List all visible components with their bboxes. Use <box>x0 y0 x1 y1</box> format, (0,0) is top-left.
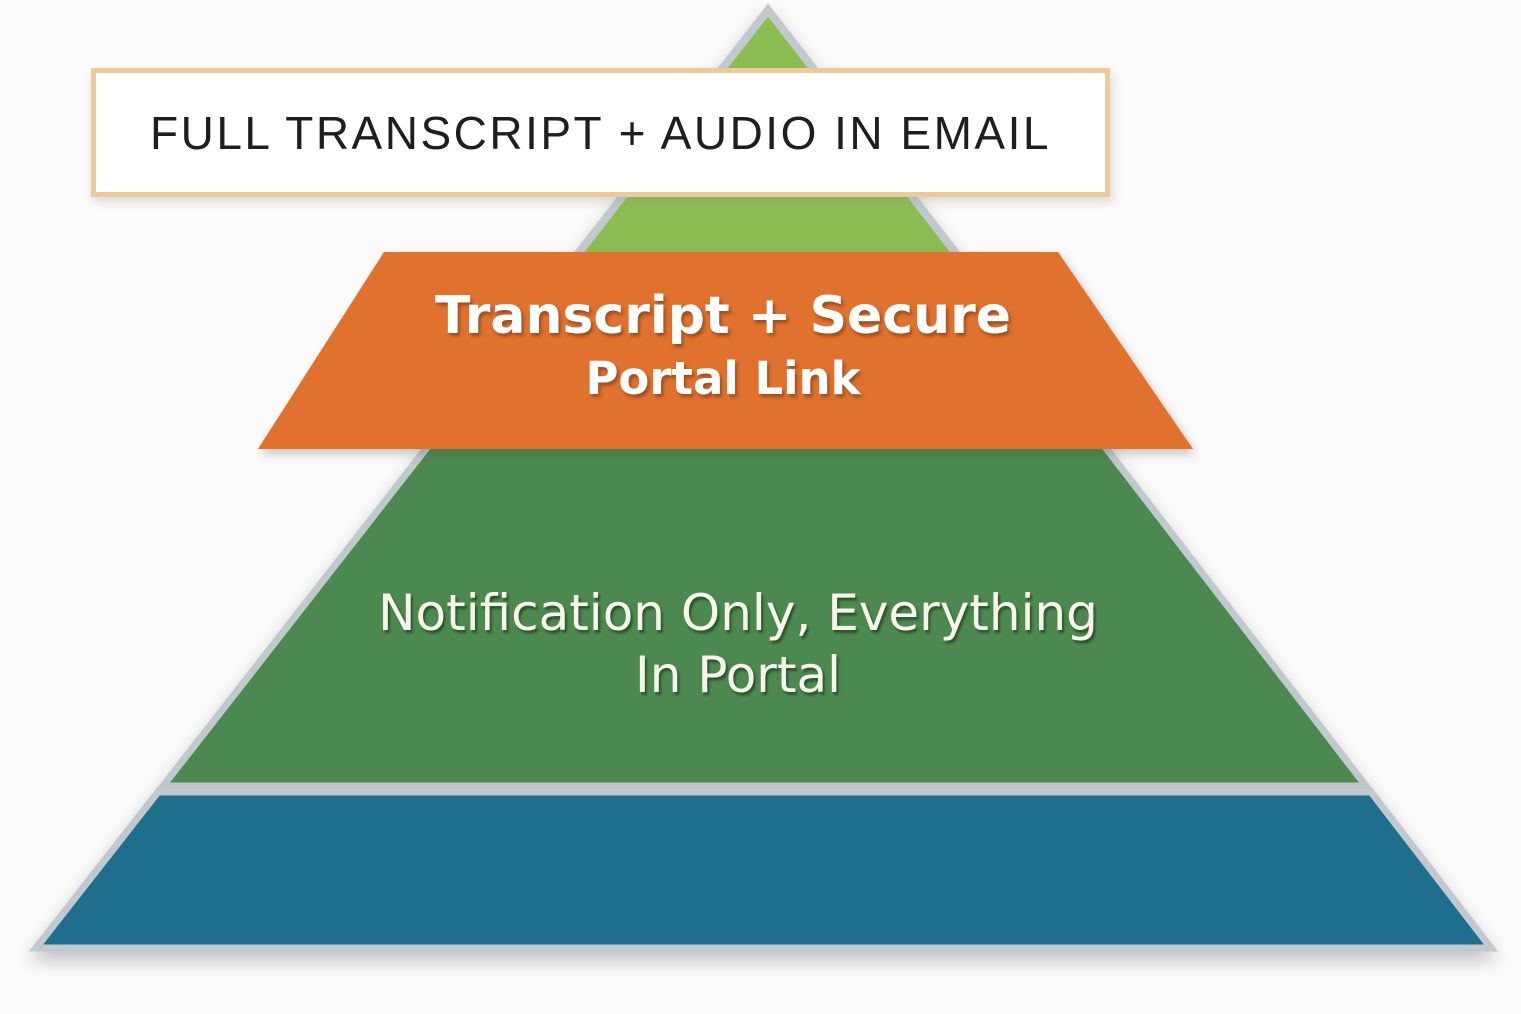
banner-label: FULL TRANSCRIPT + AUDIO IN EMAIL <box>150 106 1051 159</box>
tier-base-shape <box>28 788 1499 952</box>
tier-transcript-band-shape <box>258 252 1193 449</box>
tier-label-transcript-secure: Transcript + Secure Portal Link <box>323 284 1123 410</box>
tier-label-transcript-line2: Portal Link <box>585 352 861 405</box>
tier-label-transcript-line1: Transcript + Secure <box>434 286 1012 346</box>
banner-full-transcript: FULL TRANSCRIPT + AUDIO IN EMAIL <box>91 68 1110 197</box>
tier-label-notification-only: Notification Only, Everything In Portal <box>338 582 1138 706</box>
tier-label-notification-line2: In Portal <box>635 646 841 704</box>
tier-label-notification-line1: Notification Only, Everything <box>378 584 1098 642</box>
